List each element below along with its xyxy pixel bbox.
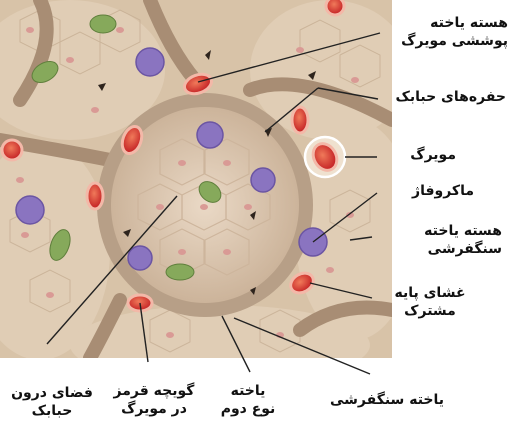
label-squamous-cell: یاخته سنگفرشی	[312, 391, 462, 409]
label-capillary: مویرگ	[410, 146, 456, 164]
label-endothelial-nucleus: هسته یاخته پوششی مویرگ	[401, 14, 508, 50]
label-alveolar-space: فضای درون حبابک	[4, 384, 100, 420]
label-type2-cell: یاخته نوع دوم	[208, 382, 288, 418]
label-basement-membrane: غشای پایه مشترک	[384, 284, 476, 320]
capillary-inset	[305, 137, 345, 177]
label-alveolar-pores: حفره‌های حبابک	[396, 88, 506, 106]
label-squamous-nucleus: هسته یاخته سنگفرشی	[424, 222, 502, 258]
label-red-blood-cell: گویچه قرمز در مویرگ	[106, 382, 202, 418]
label-macrophage: ماکروفاژ	[412, 182, 474, 200]
